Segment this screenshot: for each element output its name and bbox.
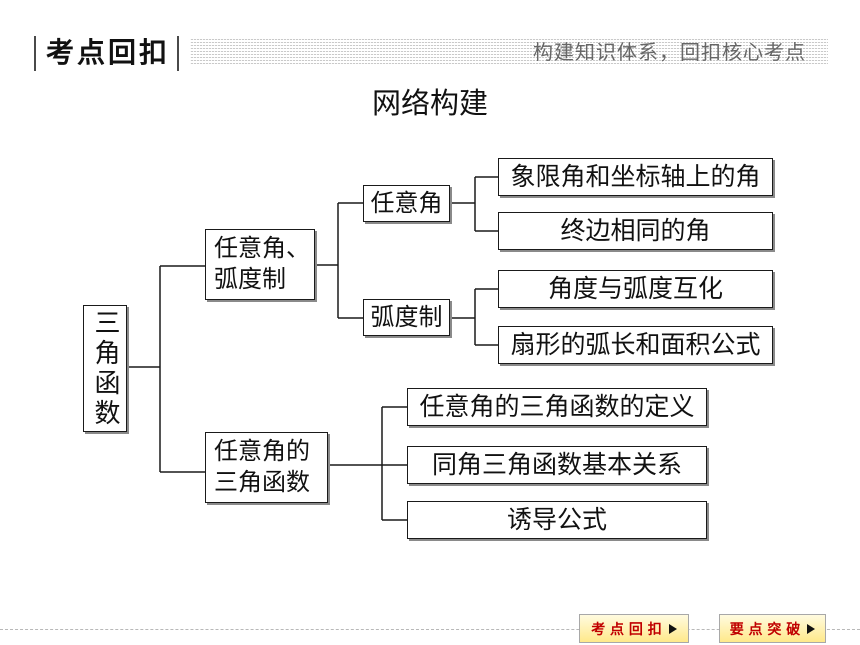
branch-node-angle-radian: 任意角、 弧度制 xyxy=(205,229,315,300)
header-left-bar xyxy=(34,36,36,71)
root-node-label: 三角函数 xyxy=(90,308,120,429)
play-triangle-icon xyxy=(668,623,677,634)
header-right-bar xyxy=(177,36,179,71)
branch-node-label-line: 弧度制 xyxy=(214,265,286,293)
header-pattern-band xyxy=(190,39,828,66)
branch-node-trig-functions: 任意角的 三角函数 xyxy=(205,432,328,503)
branch-node-label-line: 三角函数 xyxy=(214,468,310,496)
leaf-node: 角度与弧度互化 xyxy=(498,270,773,308)
nav-button-label: 要 点 突 破 xyxy=(729,621,801,638)
root-node: 三角函数 xyxy=(83,305,127,432)
branch-node-label-line: 任意角、 xyxy=(214,234,310,262)
leaf-node: 任意角的三角函数的定义 xyxy=(407,388,707,426)
section-title: 网络构建 xyxy=(371,86,488,120)
nav-button-label: 考 点 回 扣 xyxy=(591,621,662,638)
leaf-node: 扇形的弧长和面积公式 xyxy=(498,326,773,364)
nav-button-review[interactable]: 考 点 回 扣 xyxy=(579,614,689,643)
mid-node-arbitrary-angle: 任意角 xyxy=(363,185,450,222)
mid-node-radian: 弧度制 xyxy=(363,299,450,336)
leaf-node: 象限角和坐标轴上的角 xyxy=(498,158,773,196)
nav-button-breakthrough[interactable]: 要 点 突 破 xyxy=(719,614,826,643)
leaf-node: 终边相同的角 xyxy=(498,212,773,250)
header-subtitle: 构建知识体系，回扣核心考点 xyxy=(533,40,806,64)
leaf-node: 同角三角函数基本关系 xyxy=(407,446,707,484)
footer-dashed-divider xyxy=(0,629,860,630)
leaf-node: 诱导公式 xyxy=(407,501,707,539)
header-title: 考点回扣 xyxy=(46,36,171,69)
branch-node-label-line: 任意角的 xyxy=(214,437,310,465)
play-triangle-icon xyxy=(807,623,816,634)
